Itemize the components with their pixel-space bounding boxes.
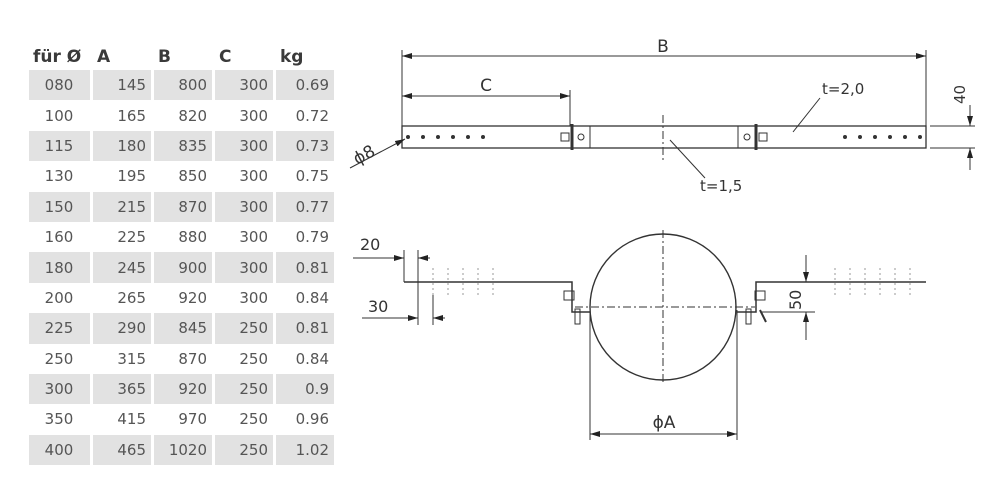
column-header: B xyxy=(158,47,171,67)
table-cell: 250 xyxy=(215,434,273,466)
table-cell: 245 xyxy=(93,252,151,283)
label-c: C xyxy=(480,76,492,96)
table-row: 350 415 970 250 0.96 xyxy=(29,404,334,434)
label-20: 20 xyxy=(360,235,380,254)
strap xyxy=(401,125,927,149)
table-cell: 0.69 xyxy=(276,70,334,101)
strap-holes xyxy=(406,135,922,139)
table-cell: 300 xyxy=(215,130,273,162)
table-cell: 0.9 xyxy=(276,373,334,405)
table-cell: 800 xyxy=(154,70,212,101)
top-view xyxy=(349,50,975,179)
table-cell: 250 xyxy=(239,349,268,368)
table-cell: 0.79 xyxy=(295,228,329,247)
column-header: kg xyxy=(280,47,304,67)
table-row: 250 315 870 250 0.84 xyxy=(29,344,334,374)
table-cell: 250 xyxy=(215,313,273,344)
table-cell: 835 xyxy=(154,130,212,162)
table-cell: 0.72 xyxy=(295,106,329,125)
table-cell: 290 xyxy=(93,313,151,344)
column-header: A xyxy=(97,47,111,67)
table-cell: 415 xyxy=(117,410,146,429)
table-cell: 145 xyxy=(93,70,151,101)
table-cell: 870 xyxy=(178,349,207,368)
table-cell: 225 xyxy=(117,228,146,247)
label-phi-a: ϕA xyxy=(653,413,676,433)
table-cell: 970 xyxy=(178,410,207,429)
table-cell: 265 xyxy=(117,288,146,307)
table-cell: 180 xyxy=(29,252,90,283)
label-40: 40 xyxy=(951,85,969,104)
table-cell: 130 xyxy=(44,167,74,186)
table-cell: 1.02 xyxy=(276,434,334,466)
label-50: 50 xyxy=(786,290,805,310)
column-header: für Ø xyxy=(33,47,82,67)
table-cell: 0.96 xyxy=(295,410,329,429)
table-cell: 1020 xyxy=(154,434,212,466)
table-cell: 400 xyxy=(29,434,90,466)
table-cell: 315 xyxy=(117,349,146,368)
table-cell: 115 xyxy=(29,130,90,162)
table-cell: 215 xyxy=(93,191,151,222)
label-30: 30 xyxy=(368,297,388,316)
table-cell: 300 xyxy=(29,373,90,405)
table-row: 200 265 920 300 0.84 xyxy=(29,283,334,313)
label-b: B xyxy=(657,37,669,57)
table-cell: 870 xyxy=(154,191,212,222)
table-cell: 0.84 xyxy=(295,288,329,307)
label-t-1-5: t=1,5 xyxy=(700,177,742,195)
table-cell: 250 xyxy=(239,410,268,429)
table-cell: 100 xyxy=(44,106,74,125)
table-cell: 900 xyxy=(154,252,212,283)
table-cell: 0.81 xyxy=(276,313,334,344)
table-cell: 300 xyxy=(239,167,268,186)
table-cell: 200 xyxy=(44,288,74,307)
table-cell: 920 xyxy=(178,288,207,307)
table-cell: 465 xyxy=(93,434,151,466)
table-cell: 920 xyxy=(154,373,212,405)
table-cell: 300 xyxy=(239,288,268,307)
table-cell: 0.84 xyxy=(295,349,329,368)
column-header: C xyxy=(219,47,232,67)
table-cell: 350 xyxy=(44,410,74,429)
table-cell: 080 xyxy=(29,70,90,101)
table-cell: 300 xyxy=(239,106,268,125)
table-cell: 225 xyxy=(29,313,90,344)
table-cell: 850 xyxy=(178,167,207,186)
table-row: 130 195 850 300 0.75 xyxy=(29,161,334,191)
table-cell: 300 xyxy=(215,70,273,101)
table-cell: 160 xyxy=(44,228,74,247)
table-cell: 845 xyxy=(154,313,212,344)
table-cell: 880 xyxy=(178,228,207,247)
table-cell: 365 xyxy=(93,373,151,405)
table-cell: 300 xyxy=(215,252,273,283)
label-t-2: t=2,0 xyxy=(822,80,864,98)
table-cell: 0.77 xyxy=(276,191,334,222)
table-cell: 0.73 xyxy=(276,130,334,162)
table-cell: 250 xyxy=(215,373,273,405)
table-cell: 0.75 xyxy=(295,167,329,186)
table-cell: 300 xyxy=(239,228,268,247)
table-row: 160 225 880 300 0.79 xyxy=(29,222,334,252)
table-cell: 820 xyxy=(178,106,207,125)
table-cell: 150 xyxy=(29,191,90,222)
table-cell: 0.81 xyxy=(276,252,334,283)
table-cell: 165 xyxy=(117,106,146,125)
table-cell: 195 xyxy=(117,167,146,186)
table-cell: 180 xyxy=(93,130,151,162)
table-row: 100 165 820 300 0.72 xyxy=(29,100,334,130)
front-view xyxy=(353,230,926,440)
table-cell: 300 xyxy=(215,191,273,222)
table-cell: 250 xyxy=(44,349,74,368)
